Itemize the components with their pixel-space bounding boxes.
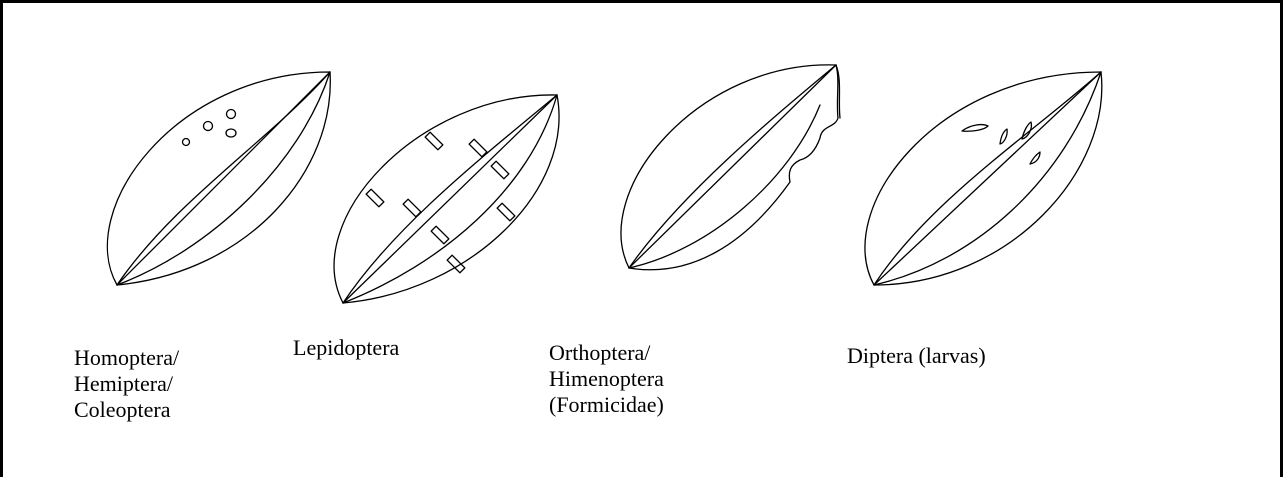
leaf-midrib [343, 95, 557, 303]
leaf-midrib [874, 72, 1101, 285]
leaf-mines-icon [962, 122, 1040, 164]
leaf-midrib [117, 72, 330, 285]
leaf-lepidoptera [334, 95, 559, 303]
caption-homoptera: Homoptera/ Hemiptera/ Coleoptera [74, 345, 179, 423]
leaf-midrib [629, 65, 836, 268]
caption-lepidoptera: Lepidoptera [293, 335, 399, 361]
rectangular-holes-icon [366, 132, 515, 273]
leaf-diptera [865, 72, 1102, 285]
leaf-vein [629, 105, 820, 268]
caption-orthoptera: Orthoptera/ Himenoptera (Formicidae) [549, 340, 664, 418]
leaf-homoptera [107, 72, 330, 285]
leaf-orthoptera [621, 65, 840, 270]
caption-diptera: Diptera (larvas) [847, 343, 986, 369]
